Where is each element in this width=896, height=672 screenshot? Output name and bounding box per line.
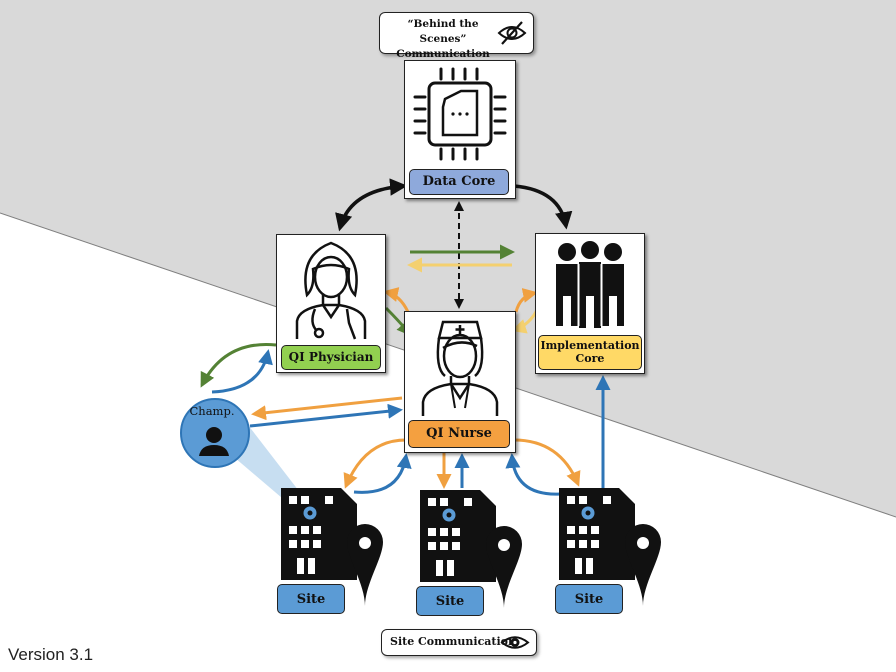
implementation-core-label: Implementation Core <box>538 335 642 370</box>
legend-site-communication: Site Communication <box>381 629 537 656</box>
doctor-icon <box>295 241 367 340</box>
site-1-building-icon <box>281 488 383 606</box>
eye-icon <box>500 636 530 649</box>
group-icon <box>556 241 624 328</box>
person-icon <box>199 427 229 456</box>
location-pin-icon <box>625 524 661 606</box>
arrow-site3-to-nurse <box>505 453 561 496</box>
site-3-building-icon <box>559 488 661 606</box>
champion-label: Champ. <box>189 404 235 418</box>
legend-behind-line1: “Behind the Scenes” <box>407 18 479 45</box>
qi-physician-label: QI Physician <box>281 345 381 370</box>
arrow-nurse-to-physician <box>383 287 410 313</box>
qi-nurse-label: QI Nurse <box>408 420 510 448</box>
location-pin-icon <box>486 526 522 608</box>
legend-behind-text: “Behind the Scenes” Communication <box>388 17 498 62</box>
implementation-core-card: Implementation Core <box>535 233 645 374</box>
qi-physician-card: QI Physician <box>276 234 386 373</box>
arrow-site1-to-nurse <box>353 453 412 494</box>
cpu-chip-icon <box>413 67 507 161</box>
legend-behind-the-scenes: “Behind the Scenes” Communication <box>379 12 534 60</box>
site-1-label: Site <box>277 584 345 614</box>
location-pin-icon <box>347 524 383 606</box>
nurse-icon <box>421 320 499 416</box>
arrow-nurse-to-site3 <box>513 438 581 487</box>
site-2-label: Site <box>416 586 484 616</box>
arrow-datacore-implementation <box>513 184 573 230</box>
arrow-datacore-physician <box>335 178 408 232</box>
eye-slash-icon <box>497 21 527 45</box>
data-core-card: Data Core <box>404 60 516 199</box>
qi-nurse-card: QI Nurse <box>404 311 516 453</box>
arrow-nurse-to-implementation <box>514 288 538 313</box>
arrow-champion-to-nurse <box>249 403 403 428</box>
site-2-building-icon <box>420 490 522 608</box>
data-core-label: Data Core <box>409 169 509 195</box>
version-label: Version 3.1 <box>8 645 94 664</box>
arrow-nurse-to-site1 <box>343 438 407 489</box>
arrow-champion-to-physician <box>211 349 273 394</box>
champion-circle <box>180 398 250 468</box>
arrow-physician-to-champion <box>200 343 277 388</box>
arrow-nurse-to-champion <box>251 396 403 421</box>
legend-behind-line2: Communication <box>396 48 490 60</box>
site-3-label: Site <box>555 584 623 614</box>
legend-site-text: Site Communication <box>390 635 516 648</box>
